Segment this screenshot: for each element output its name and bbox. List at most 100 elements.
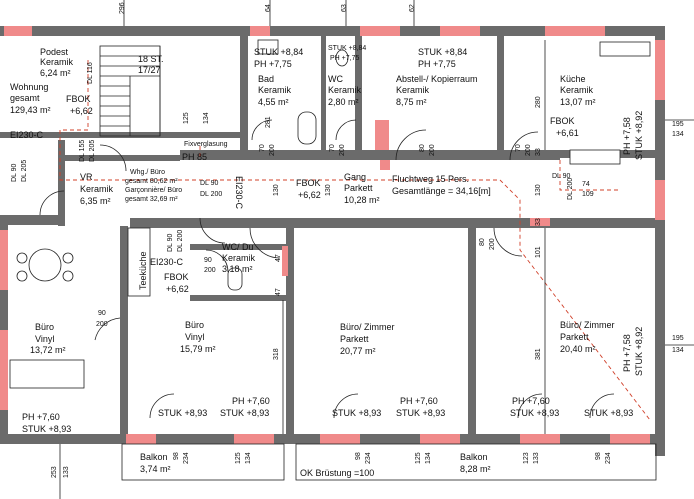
svg-text:62: 62 xyxy=(409,4,416,12)
svg-text:129,43 m²: 129,43 m² xyxy=(10,105,51,115)
room-wohnung: Wohnung gesamt 129,43 m² xyxy=(10,82,51,115)
room-wc: WC Keramik 2,80 m² xyxy=(328,74,362,107)
svg-text:133: 133 xyxy=(63,466,70,478)
svg-text:Keramik: Keramik xyxy=(40,57,74,67)
svg-text:200: 200 xyxy=(525,144,532,156)
svg-text:123: 123 xyxy=(523,452,530,464)
svg-text:DL 90: DL 90 xyxy=(167,233,174,252)
svg-text:PH +7,75: PH +7,75 xyxy=(418,59,456,69)
room-podest: Podest Keramik 6,24 m² xyxy=(40,47,74,78)
room-abstell: Abstell-/ Kopierraum Keramik 8,75 m² xyxy=(396,74,478,107)
svg-text:280: 280 xyxy=(535,96,542,108)
new-walls xyxy=(0,26,665,444)
svg-text:Whg./ Büro: Whg./ Büro xyxy=(130,169,165,176)
svg-text:DL 205: DL 205 xyxy=(21,160,28,182)
svg-text:281: 281 xyxy=(265,116,272,128)
details xyxy=(9,39,657,481)
svg-text:+6,62: +6,62 xyxy=(70,106,93,116)
svg-text:47: 47 xyxy=(275,288,282,296)
svg-text:20,77 m²: 20,77 m² xyxy=(340,346,376,356)
svg-text:381: 381 xyxy=(535,348,542,360)
svg-text:Fluchtweg 15 Pers.: Fluchtweg 15 Pers. xyxy=(392,174,469,184)
svg-text:13,72 m²: 13,72 m² xyxy=(30,345,66,355)
svg-text:PH +7,60: PH +7,60 xyxy=(22,412,60,422)
svg-text:DL 200: DL 200 xyxy=(567,178,574,200)
svg-text:gesamt 80,62 m²: gesamt 80,62 m² xyxy=(125,178,178,185)
svg-text:234: 234 xyxy=(183,452,190,464)
svg-text:WC: WC xyxy=(328,74,343,84)
svg-text:98: 98 xyxy=(355,452,362,460)
svg-text:Balkon: Balkon xyxy=(140,452,168,462)
svg-text:PH +7,58: PH +7,58 xyxy=(622,117,632,155)
teekueche-label: Teeküche xyxy=(138,251,148,290)
svg-text:STUK +8,93: STUK +8,93 xyxy=(396,408,445,418)
svg-text:FBOK: FBOK xyxy=(296,178,321,188)
svg-text:101: 101 xyxy=(535,246,542,258)
svg-text:234: 234 xyxy=(605,452,612,464)
svg-text:200: 200 xyxy=(96,321,108,328)
svg-text:Fixverglasung: Fixverglasung xyxy=(184,141,228,148)
svg-text:64: 64 xyxy=(265,4,272,12)
svg-text:200: 200 xyxy=(429,144,436,156)
svg-text:STUK +8,93: STUK +8,93 xyxy=(22,424,71,434)
svg-text:+6,61: +6,61 xyxy=(556,128,579,138)
level-marks: FBOK +6,62 FBOK +6,62 FBOK +6,62 FBOK +6… xyxy=(10,94,579,294)
svg-text:70: 70 xyxy=(515,144,522,152)
svg-text:Keramik: Keramik xyxy=(258,85,292,95)
svg-text:8,75 m²: 8,75 m² xyxy=(396,97,427,107)
svg-text:DL 205: DL 205 xyxy=(89,140,96,162)
svg-text:80: 80 xyxy=(419,144,426,152)
svg-text:134: 134 xyxy=(203,112,210,124)
svg-text:98: 98 xyxy=(173,452,180,460)
svg-text:130: 130 xyxy=(535,184,542,196)
svg-text:PH +7,58: PH +7,58 xyxy=(622,334,632,372)
svg-text:Keramik: Keramik xyxy=(80,184,114,194)
room-kueche: Küche Keramik 13,07 m² xyxy=(560,74,596,107)
svg-text:STUK +8,84: STUK +8,84 xyxy=(254,47,303,57)
room-balkon2: Balkon 8,28 m² xyxy=(460,452,491,474)
notes: Whg./ Büro gesamt 80,62 m² Garçonnière/ … xyxy=(125,141,491,478)
svg-text:STUK +8,93: STUK +8,93 xyxy=(220,408,269,418)
svg-text:Parkett: Parkett xyxy=(560,332,589,342)
svg-text:PH +7,75: PH +7,75 xyxy=(254,59,292,69)
svg-text:98: 98 xyxy=(595,452,602,460)
room-stair: 18 ST. 17/27 xyxy=(138,54,164,75)
svg-text:DL 155: DL 155 xyxy=(79,140,86,162)
svg-text:20,40 m²: 20,40 m² xyxy=(560,344,596,354)
svg-text:3,18 m²: 3,18 m² xyxy=(222,264,253,274)
svg-text:109: 109 xyxy=(582,191,594,198)
svg-text:Vinyl: Vinyl xyxy=(185,332,204,342)
svg-text:STUK +8,84: STUK +8,84 xyxy=(328,45,366,52)
room-buero4: Büro/ Zimmer Parkett 20,40 m² xyxy=(560,320,615,354)
svg-text:130: 130 xyxy=(325,184,332,196)
svg-text:gesamt 32,69 m²: gesamt 32,69 m² xyxy=(125,196,178,203)
svg-text:200: 200 xyxy=(204,267,216,274)
svg-text:200: 200 xyxy=(269,144,276,156)
svg-text:74: 74 xyxy=(582,181,590,188)
svg-text:17/27: 17/27 xyxy=(138,65,161,75)
svg-text:EI230-C: EI230-C xyxy=(10,130,44,140)
svg-text:DL 116: DL 116 xyxy=(87,62,94,84)
svg-text:90: 90 xyxy=(204,257,212,264)
svg-text:VR: VR xyxy=(80,172,93,182)
svg-text:200: 200 xyxy=(339,144,346,156)
svg-text:FBOK: FBOK xyxy=(66,94,91,104)
svg-text:33: 33 xyxy=(535,148,542,156)
svg-text:STUK +8,92: STUK +8,92 xyxy=(634,327,644,376)
svg-text:EI230-C: EI230-C xyxy=(150,257,184,267)
room-wcdu: WC/ Du Keramik 3,18 m² xyxy=(222,242,256,274)
svg-text:DL 90: DL 90 xyxy=(200,180,219,187)
dimension-lines xyxy=(59,0,694,499)
svg-text:Garçonnière/ Büro: Garçonnière/ Büro xyxy=(125,187,182,194)
svg-text:318: 318 xyxy=(273,348,280,360)
svg-text:6,24 m²: 6,24 m² xyxy=(40,68,71,78)
svg-text:134: 134 xyxy=(245,452,252,464)
svg-text:Keramik: Keramik xyxy=(560,85,594,95)
svg-text:Parkett: Parkett xyxy=(340,334,369,344)
room-buero1: Büro Vinyl 13,72 m² xyxy=(30,322,66,355)
svg-text:234: 234 xyxy=(365,452,372,464)
svg-text:Büro: Büro xyxy=(185,320,204,330)
svg-text:134: 134 xyxy=(425,452,432,464)
svg-text:47: 47 xyxy=(275,254,282,262)
svg-text:PH 85: PH 85 xyxy=(182,152,207,162)
